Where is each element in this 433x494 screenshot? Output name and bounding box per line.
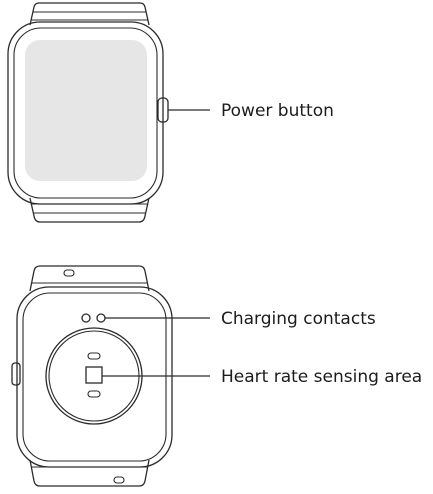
sensor-led-top-icon (87, 352, 101, 360)
back-case-inner (22, 292, 167, 462)
power-button-label: Power button (221, 101, 334, 121)
back-bottom-strap (29, 459, 150, 487)
back-case-outer (16, 286, 173, 468)
front-case-outer (7, 21, 164, 205)
heart-rate-sensor-icon (85, 366, 103, 384)
back-side-button-icon (11, 362, 21, 386)
front-case-inner (13, 27, 158, 199)
front-bottom-strap (29, 197, 150, 223)
back-top-strap (29, 265, 150, 292)
charging-contact-right-icon (96, 313, 106, 323)
front-screen (25, 40, 147, 181)
charging-contact-left-icon (81, 313, 91, 323)
heart-rate-sensing-area-label: Heart rate sensing area (221, 367, 422, 387)
front-top-strap (29, 2, 150, 26)
back-view-watch (11, 265, 210, 487)
sensor-led-bottom-icon (87, 390, 101, 398)
front-view-watch (7, 2, 210, 223)
charging-contacts-label: Charging contacts (221, 309, 376, 329)
